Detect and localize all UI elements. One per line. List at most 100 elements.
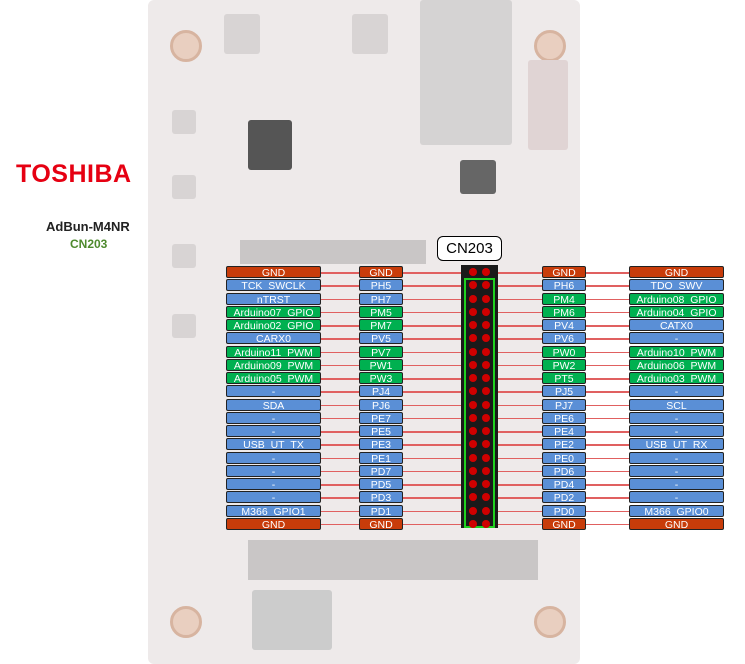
pin-dot [469,307,477,316]
left-function-label: CARX0 [226,332,321,345]
pin-dot [482,360,490,369]
ethernet-jack [420,0,512,145]
left-pin-label: GND [359,517,403,530]
pin-dot [482,321,490,329]
right-function-label: GND [629,517,724,530]
left-pin-label: PJ4 [359,385,403,398]
right-pin-label: PE0 [542,451,586,464]
pin-dot [469,427,477,435]
left-function-label: GND [226,517,321,530]
right-function-label: - [629,464,724,477]
right-pin-label: PD0 [542,504,586,517]
left-pin-label: PE1 [359,451,403,464]
pin-dot [482,506,490,515]
right-pin-label: PH6 [542,279,586,292]
pin-dot [469,466,477,475]
mount-hole [170,606,202,638]
left-pin-label: PD5 [359,478,403,490]
pin-dot [482,294,490,303]
right-function-label: Arduino08_GPIO [629,292,724,305]
right-function-label: - [629,478,724,490]
left-pin-label: PW3 [359,372,403,384]
pin-dot [482,519,490,528]
right-pin-label: PT5 [542,372,586,384]
right-function-label: USB_UT_RX [629,438,724,451]
pin-dot [482,466,490,475]
right-pin-label: PD6 [542,464,586,477]
pin-dot [469,347,477,356]
pin-dot [469,413,477,422]
pin-dot [482,427,490,435]
left-pin-label: PE5 [359,425,403,437]
pin-dot [469,360,477,369]
left-function-label: SDA [226,398,321,411]
right-pin-label: GND [542,517,586,530]
pin-dot [469,440,477,449]
right-pin-label: PJ5 [542,385,586,398]
left-pin-label: PW1 [359,358,403,371]
left-function-label: GND [226,266,321,278]
right-function-label: - [629,425,724,437]
board-photo [148,0,580,664]
pin-dot [469,519,477,528]
board-name: AdBun-M4NR [46,219,130,234]
right-pin-label: PJ7 [542,398,586,411]
right-function-label: Arduino06_PWM [629,358,724,371]
right-function-label: - [629,491,724,504]
left-function-label: - [226,385,321,398]
connector-name: CN203 [70,237,108,251]
right-pin-label: PD2 [542,491,586,504]
header-strip [248,540,538,580]
left-function-label: Arduino07_GPIO [226,305,321,318]
right-pin-label: PM4 [542,292,586,305]
mount-hole [534,606,566,638]
pin-dot [482,281,490,290]
button [172,110,196,134]
left-function-label: nTRST [226,292,321,305]
left-pin-label: PV5 [359,332,403,345]
connector [528,60,568,150]
pin-dot [482,307,490,316]
pin-dot [482,453,490,462]
right-pin-label: PD4 [542,478,586,490]
pin-dot [482,347,490,356]
left-pin-label: PH5 [359,279,403,292]
right-pin-label: PV4 [542,319,586,331]
pin-dot [469,493,477,502]
pin-dot [469,387,477,396]
left-function-label: TCK_SWCLK [226,279,321,292]
pin-dot [482,440,490,449]
mount-hole [534,30,566,62]
left-function-label: - [226,451,321,464]
left-function-label: - [226,478,321,490]
left-pin-label: PE7 [359,411,403,424]
right-pin-label: PM6 [542,305,586,318]
button [172,244,196,268]
right-function-label: CATX0 [629,319,724,331]
pin-dot [482,334,490,343]
pin-dot [469,374,477,382]
left-pin-label: PH7 [359,292,403,305]
pin-dot [469,480,477,488]
pin-dot [469,400,477,409]
header-strip [240,240,426,264]
pin-dot [469,321,477,329]
right-function-label: - [629,451,724,464]
right-pin-label: PW2 [542,358,586,371]
right-pin-label: PE6 [542,411,586,424]
cn203-connector [461,265,498,528]
pin-dot [469,506,477,515]
pin-dot [469,294,477,303]
usb-connector [224,14,260,54]
right-pin-label: PE2 [542,438,586,451]
connector-outline [464,278,495,528]
left-pin-label: PV7 [359,345,403,358]
toshiba-logo: TOSHIBA [16,160,132,188]
chip [460,160,496,194]
right-function-label: M366_GPIO0 [629,504,724,517]
usb-connector [252,590,332,650]
right-function-label: Arduino03_PWM [629,372,724,384]
right-function-label: - [629,332,724,345]
button [172,314,196,338]
